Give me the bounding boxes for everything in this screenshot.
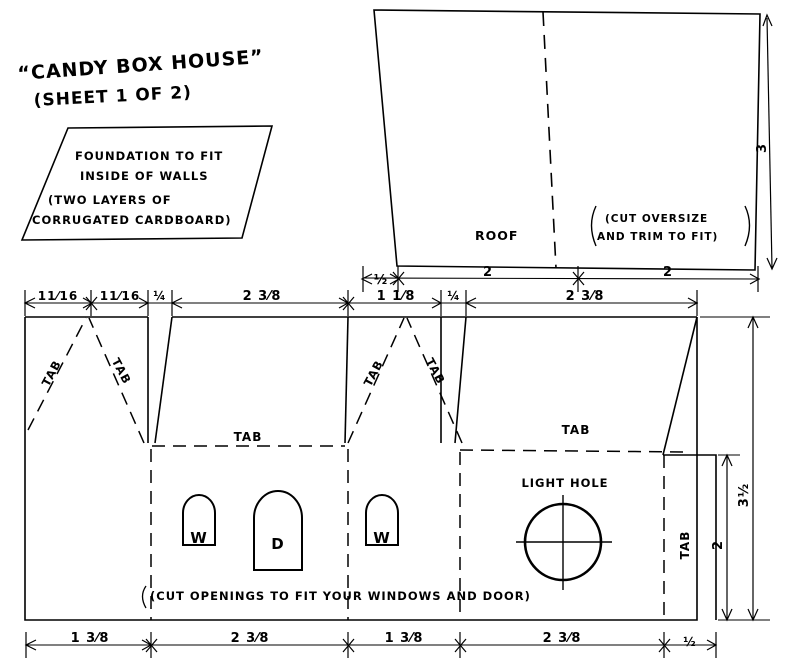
fold-gable-1-left (27, 317, 87, 431)
fold-gable-2-left (347, 317, 405, 444)
walls-right-dimensions: 3½ 2 (700, 315, 770, 622)
roof-note-line-1: (CUT OVERSIZE (605, 213, 708, 225)
fold-tab-right (459, 449, 691, 453)
top-dim-5: ¼ (447, 289, 460, 303)
foundation-line-1: FOUNDATION TO FIT (75, 149, 223, 163)
wall-strip-outline (24, 316, 717, 621)
foundation-line-3: (TWO LAYERS OF (48, 193, 172, 207)
cut-openings-note: (CUT OPENINGS TO FIT YOUR WINDOWS AND DO… (150, 589, 531, 603)
title-block: “CANDY BOX HOUSE” (SHEET 1 OF 2) (17, 46, 265, 111)
right-dim-lower: 2 (711, 540, 726, 550)
window-left-label: W (190, 529, 208, 547)
tab-label-front-left: TAB (234, 430, 263, 444)
top-dim-2: ¼ (153, 289, 166, 303)
tab-label-right-edge: TAB (678, 531, 692, 560)
foundation-line-2: INSIDE OF WALLS (80, 169, 209, 183)
roof-height-dimension: 3 (755, 13, 778, 271)
fold-gable-2-right (406, 317, 463, 444)
top-dim-4: 1 1⁄8 (377, 289, 416, 304)
top-dim-0: 11⁄16 (38, 289, 78, 303)
sheet-subtitle: (SHEET 1 OF 2) (33, 83, 192, 111)
fold-gable-1-right (88, 317, 145, 444)
light-hole-label: LIGHT HOLE (521, 476, 608, 490)
bottom-dim-0: 1 3⁄8 (71, 631, 110, 646)
roof-dim-span-left: 2 (483, 265, 493, 280)
light-hole-group: LIGHT HOLE (516, 476, 612, 590)
window-right-outline (365, 494, 399, 546)
tab-label-gable1-right: TAB (109, 356, 134, 387)
roof-note-line-2: AND TRIM TO FIT) (597, 231, 718, 243)
bottom-dim-2: 1 3⁄8 (385, 631, 424, 646)
roof-fold-line (542, 11, 557, 269)
roof-dim-height: 3 (755, 143, 770, 153)
tab-label-gable2-right: TAB (423, 356, 448, 387)
top-dim-1: 11⁄16 (100, 289, 140, 303)
top-dim-3: 2 3⁄8 (243, 289, 282, 304)
top-dim-6: 2 3⁄8 (566, 289, 605, 304)
roof-panel: ROOF (CUT OVERSIZE AND TRIM TO FIT) 3 (360, 9, 778, 292)
foundation-panel: FOUNDATION TO FIT INSIDE OF WALLS (TWO L… (20, 125, 274, 241)
roof-dim-span-right: 2 (663, 265, 673, 280)
window-right-label: W (373, 529, 391, 547)
door-label: D (271, 535, 284, 553)
walls-bottom-dimensions: 1 3⁄8 2 3⁄8 1 3⁄8 2 3⁄8 ½ (24, 631, 718, 658)
right-dim-overall: 3½ (737, 483, 752, 508)
window-left-outline (182, 494, 216, 546)
fold-lines (27, 317, 691, 620)
tab-label-gable2-left: TAB (361, 358, 386, 389)
bottom-dim-3: 2 3⁄8 (543, 631, 582, 646)
tab-label-gable1-left: TAB (39, 358, 64, 389)
door-outline (253, 490, 303, 571)
wall-openings: W D W (CUT OPENINGS TO FIT YOUR WINDOWS … (141, 490, 531, 609)
walls-top-dimensions: 11⁄16 11⁄16 ¼ 2 3⁄8 1 1⁄8 ¼ 2 3⁄8 (23, 289, 699, 316)
roof-dim-left-margin: ½ (374, 273, 388, 288)
roof-label: ROOF (475, 228, 518, 243)
bottom-dim-1: 2 3⁄8 (231, 631, 270, 646)
sheet-title: “CANDY BOX HOUSE” (17, 46, 265, 85)
tab-label-front-right: TAB (562, 423, 591, 437)
roof-bottom-dimensions: ½ 2 2 (360, 265, 761, 292)
foundation-line-4: CORRUGATED CARDBOARD) (32, 213, 232, 227)
bottom-dim-4: ½ (683, 635, 696, 649)
